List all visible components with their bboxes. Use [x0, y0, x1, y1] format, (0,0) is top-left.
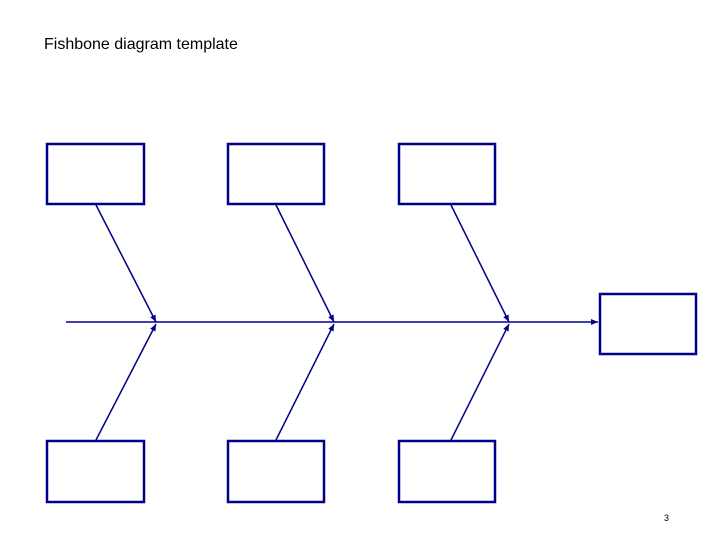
cause-box-bottom-1 — [45, 439, 146, 504]
cause-box-bottom-3 — [397, 439, 497, 504]
cause-box-top-2 — [226, 142, 326, 206]
cause-box-top-1 — [45, 142, 146, 206]
bone-top-1 — [95, 204, 157, 323]
bone-top-2 — [275, 204, 335, 323]
cause-box-top-3 — [397, 142, 497, 206]
bone-bottom-2 — [275, 323, 335, 441]
bone-top-3 — [450, 204, 510, 323]
bone-bottom-1 — [95, 323, 157, 441]
page-number: 3 — [664, 513, 670, 523]
slide-title: Fishbone diagram template — [44, 36, 238, 53]
effect-box — [598, 292, 698, 356]
bone-bottom-3 — [450, 323, 510, 441]
cause-box-bottom-2 — [226, 439, 326, 504]
